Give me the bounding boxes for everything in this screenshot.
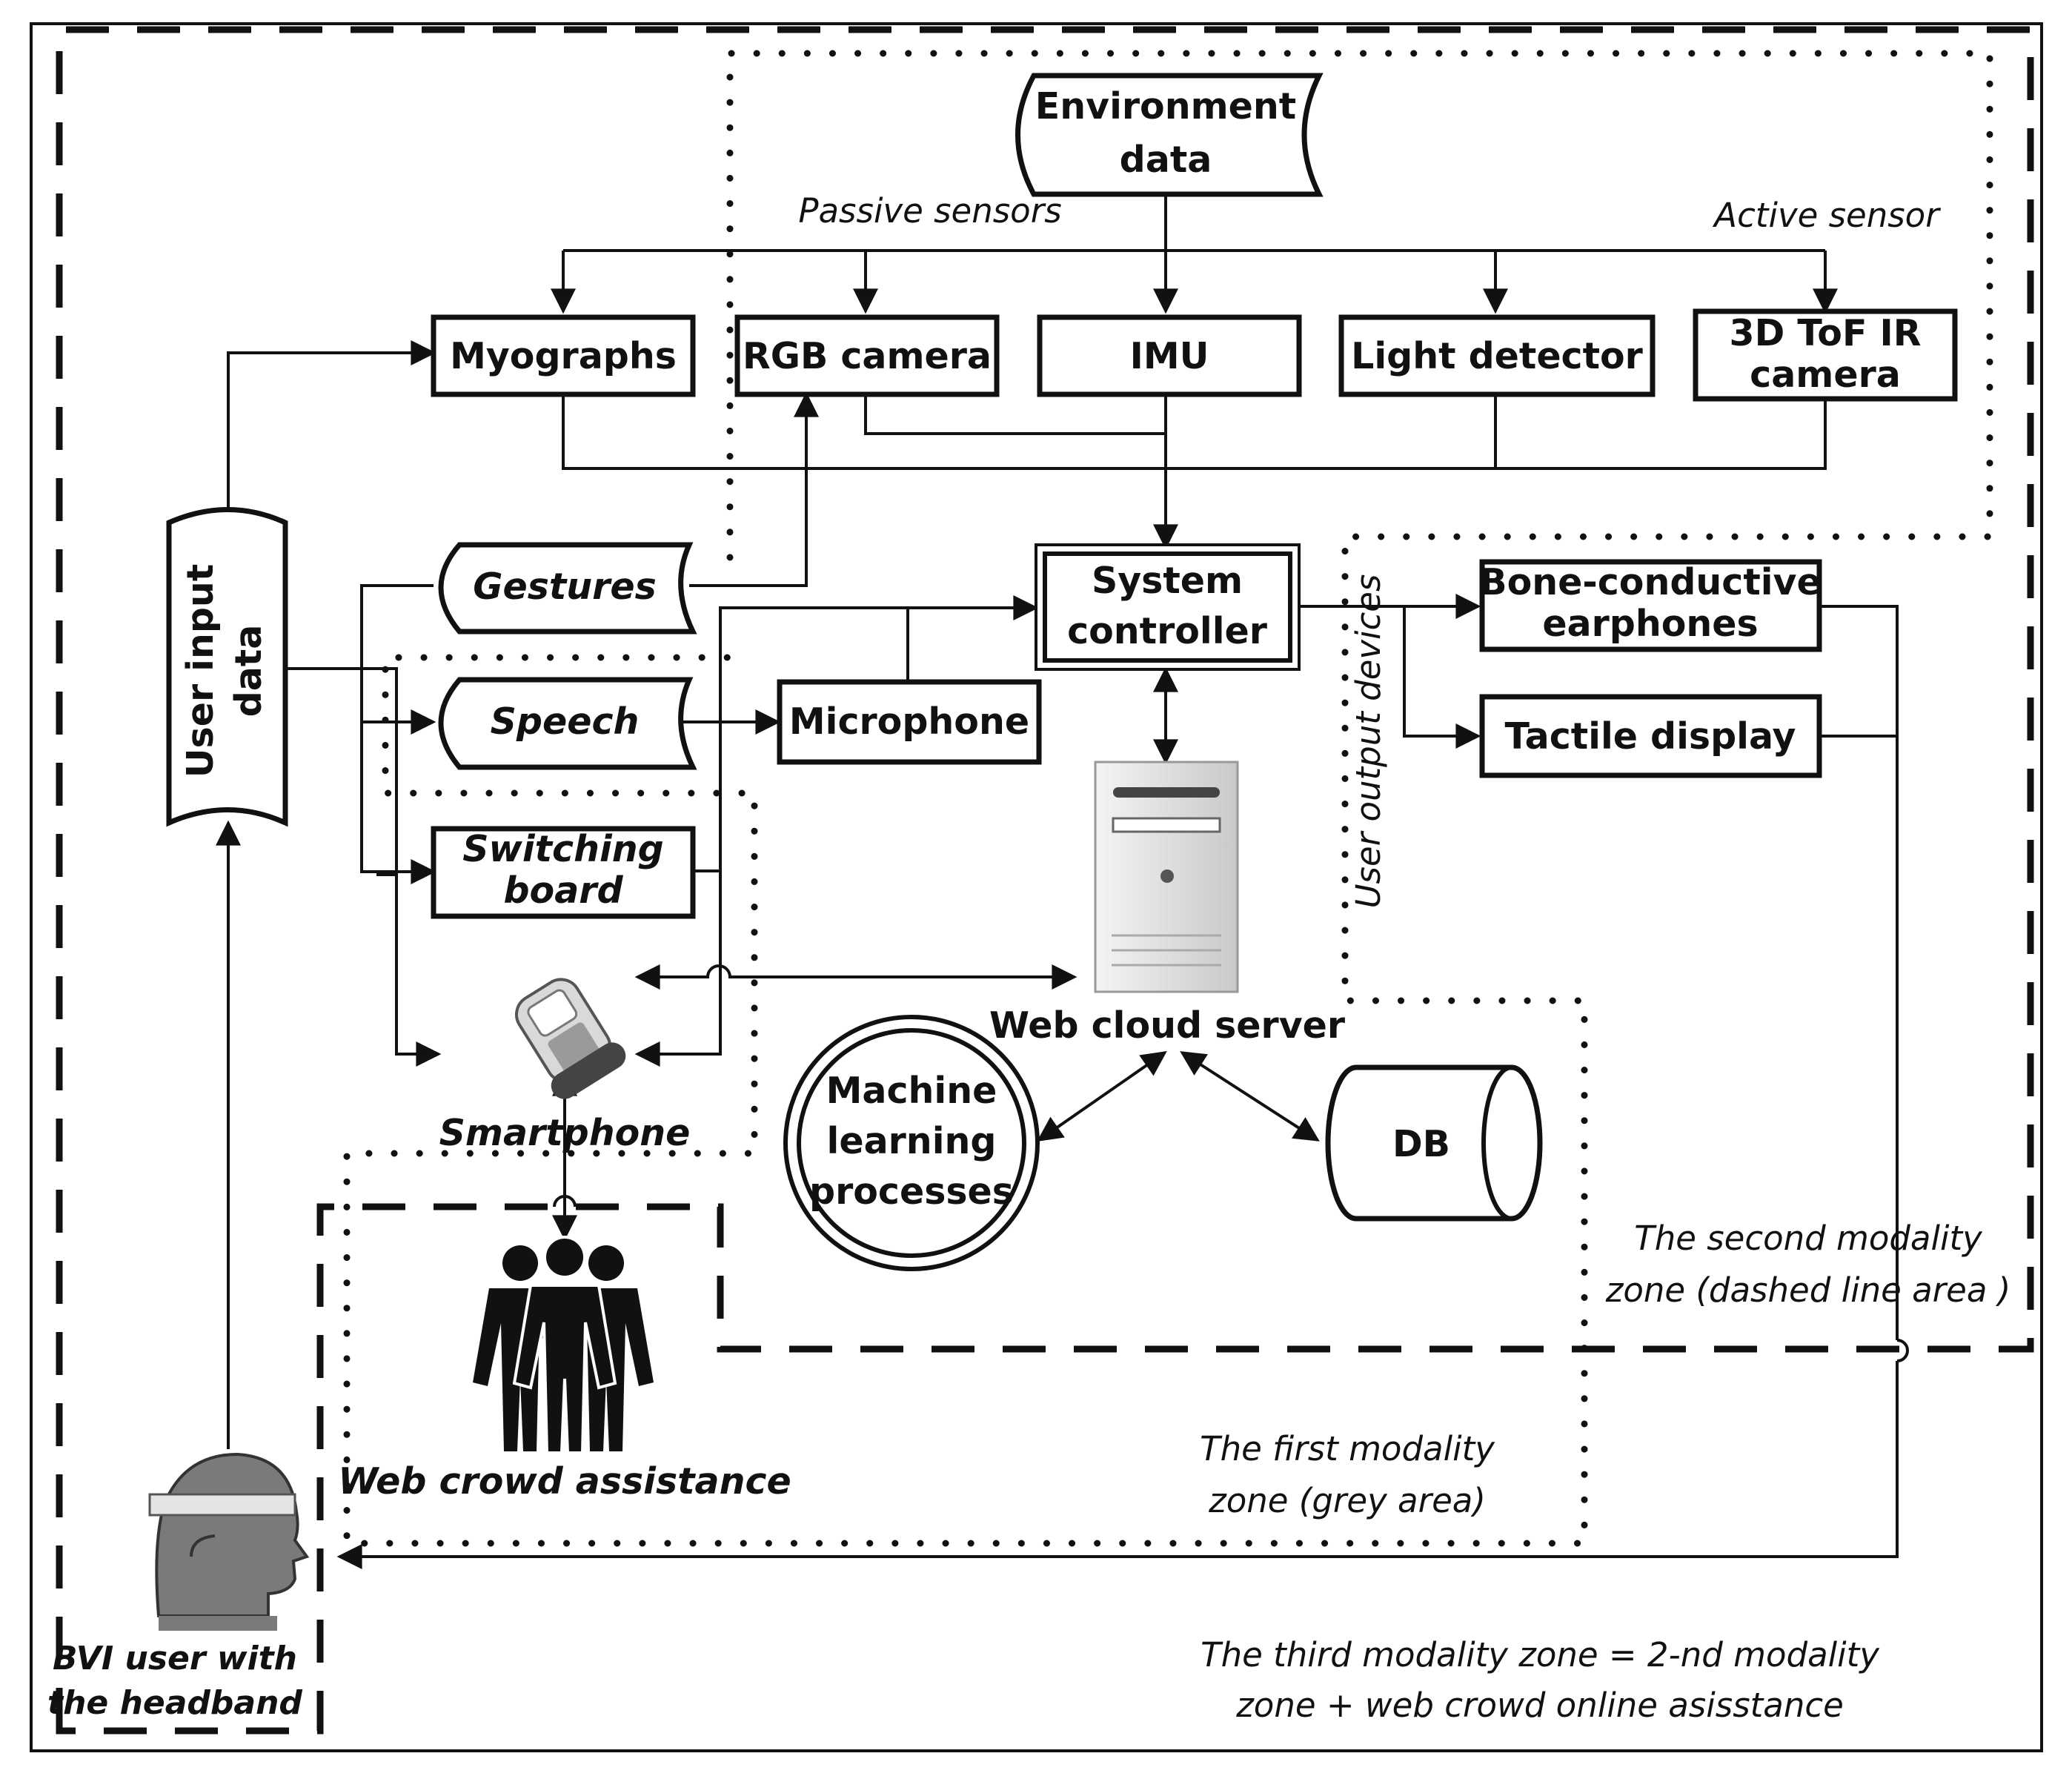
bone-earphones-node: Bone-conductive earphones bbox=[1479, 559, 1822, 652]
userinput-to-myographs-wire bbox=[227, 340, 436, 523]
earphones-feedback-wire bbox=[1819, 605, 1899, 1340]
environment-data-node: Environment data bbox=[1015, 73, 1324, 197]
switch-to-controller-wire bbox=[695, 595, 1039, 872]
rgb-camera-label: RGB camera bbox=[743, 335, 992, 377]
system-controller-label: System bbox=[1092, 560, 1243, 602]
second-modality-zone bbox=[56, 26, 2034, 1735]
db-node: DB bbox=[1325, 1064, 1543, 1222]
system-controller-node: System controller bbox=[1035, 543, 1301, 671]
userinput-bus-wire bbox=[285, 667, 398, 876]
tof-camera-label-2: camera bbox=[1750, 354, 1901, 396]
left-branch-wire bbox=[360, 584, 436, 884]
gestures-to-rgb-wire bbox=[689, 391, 819, 587]
sensor-return-bus bbox=[562, 394, 1827, 470]
rgb-return-wire bbox=[864, 394, 1166, 435]
bone-earphones-label: Bone-conductive bbox=[1479, 561, 1821, 603]
outer-frame bbox=[30, 22, 2043, 1752]
user-input-data-node: User input data bbox=[166, 507, 288, 827]
environment-label-2: data bbox=[1120, 139, 1212, 181]
smartphone-label: Smartphone bbox=[439, 1112, 691, 1154]
second-zone-label: The second modality bbox=[1634, 1219, 1983, 1258]
passive-sensors-label: Passive sensors bbox=[798, 191, 1061, 231]
tof-camera-label: 3D ToF IR bbox=[1730, 312, 1922, 354]
bvi-user-label-2: the headband bbox=[47, 1684, 302, 1722]
user-input-label-2: data bbox=[228, 625, 270, 718]
machine-learning-label: Machine bbox=[826, 1070, 997, 1112]
first-zone-label-2: zone (grey area) bbox=[1208, 1481, 1486, 1520]
server-ml-link bbox=[1037, 1051, 1167, 1142]
feedback-hop bbox=[1896, 1339, 1909, 1362]
bone-earphones-label-2: earphones bbox=[1542, 603, 1758, 645]
light-detector-node: Light detector bbox=[1338, 314, 1656, 397]
environment-label: Environment bbox=[1035, 85, 1296, 127]
mobile-phone-icon bbox=[514, 978, 626, 1099]
switching-board-label-2: board bbox=[503, 869, 623, 912]
gestures-label: Gestures bbox=[473, 566, 657, 608]
gestures-node: Gestures bbox=[438, 542, 697, 635]
imu-node: IMU bbox=[1037, 314, 1302, 397]
speech-node: Speech bbox=[438, 677, 697, 770]
crowd-people-icon bbox=[473, 1236, 654, 1454]
user-output-devices-label: User output devices bbox=[1349, 574, 1388, 909]
tactile-display-node: Tactile display bbox=[1479, 694, 1822, 778]
first-zone-label: The first modality bbox=[1200, 1429, 1495, 1468]
third-zone-label-2: zone + web crowd online asisstance bbox=[1235, 1686, 1844, 1725]
switching-board-node: Switching board bbox=[431, 826, 696, 919]
second-zone-label-2: zone (dashed line area ) bbox=[1605, 1271, 2011, 1310]
imu-label: IMU bbox=[1130, 335, 1209, 377]
tof-camera-node: 3D ToF IR camera bbox=[1693, 308, 1958, 402]
machine-learning-label-3: processes bbox=[809, 1170, 1014, 1213]
switching-board-label: Switching bbox=[462, 828, 663, 870]
myographs-label: Myographs bbox=[450, 335, 677, 377]
active-sensor-label: Active sensor bbox=[1712, 196, 1941, 235]
machine-learning-label-2: learning bbox=[827, 1120, 997, 1162]
third-zone-label: The third modality zone = 2-nd modality bbox=[1201, 1635, 1880, 1674]
myographs-node: Myographs bbox=[431, 314, 696, 397]
crowd-link-hop bbox=[553, 1195, 577, 1207]
user-input-label: User input bbox=[179, 564, 222, 778]
microphone-label: Microphone bbox=[789, 700, 1029, 743]
feedback-to-user-wire bbox=[336, 1361, 1899, 1569]
headband-user-icon bbox=[145, 1449, 310, 1636]
microphone-node: Microphone bbox=[777, 679, 1042, 765]
light-detector-label: Light detector bbox=[1351, 335, 1644, 377]
controller-to-smartphone-wire bbox=[634, 871, 722, 1067]
server-db-link bbox=[1180, 1051, 1320, 1142]
system-controller-label-2: controller bbox=[1067, 610, 1268, 652]
db-label: DB bbox=[1392, 1123, 1450, 1165]
web-cloud-server-label: Web cloud server bbox=[989, 1004, 1346, 1047]
web-crowd-label: Web crowd assistance bbox=[338, 1460, 791, 1503]
rgb-camera-node: RGB camera bbox=[734, 314, 1000, 397]
bvi-user-label: BVI user with bbox=[53, 1640, 297, 1677]
tactile-display-label: Tactile display bbox=[1505, 715, 1796, 758]
server-tower-icon bbox=[1094, 761, 1239, 993]
controller-to-tactile-wire bbox=[1403, 606, 1481, 749]
speech-label: Speech bbox=[491, 700, 640, 743]
machine-learning-node: Machine learning processes bbox=[783, 1015, 1040, 1271]
smartphone-server-link bbox=[634, 964, 1077, 990]
to-smartphone-left-wire bbox=[395, 875, 442, 1067]
